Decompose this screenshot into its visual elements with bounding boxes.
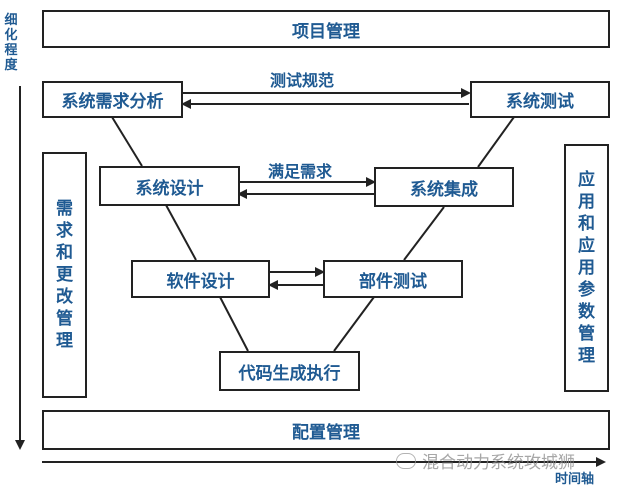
node-component-testing-label: 部件测试 (359, 271, 427, 292)
node-code-generation: 代码生成执行 (219, 351, 360, 391)
node-system-integration: 系统集成 (374, 167, 514, 207)
time-axis-label: 时间轴 (555, 472, 595, 487)
node-requirements-analysis-label: 系统需求分析 (61, 92, 164, 112)
v-line-right-1 (477, 116, 515, 168)
v-line-left-3 (219, 296, 249, 352)
project-management-bar: 项目管理 (42, 10, 610, 48)
meet-requirements-label: 满足需求 (268, 162, 333, 181)
node-system-testing: 系统测试 (470, 81, 610, 118)
testing-spec-label: 测试规范 (270, 71, 335, 90)
node-code-generation-label: 代码生成执行 (238, 363, 341, 384)
node-requirements-analysis: 系统需求分析 (42, 81, 183, 118)
application-parameter-management-panel: 应用和应用参数管理 (564, 144, 609, 392)
requirements-change-management-panel: 需求和更改管理 (42, 152, 87, 398)
node-software-design-label: 软件设计 (166, 271, 235, 292)
project-management-label: 项目管理 (292, 21, 360, 42)
node-system-testing-label: 系统测试 (506, 92, 574, 112)
node-system-design: 系统设计 (99, 166, 240, 206)
node-software-design: 软件设计 (131, 260, 270, 298)
node-system-design-label: 系统设计 (135, 178, 204, 199)
node-component-testing: 部件测试 (323, 260, 463, 298)
configuration-management-bar: 配置管理 (42, 410, 610, 450)
granularity-label: 细化程度 (4, 13, 18, 73)
watermark: 混合动力系统攻城狮 (396, 448, 575, 473)
wechat-icon (396, 453, 416, 469)
v-line-left-2 (165, 204, 197, 261)
v-line-right-3 (333, 296, 375, 352)
configuration-management-label: 配置管理 (292, 422, 360, 443)
application-parameter-management-label: 应用和应用参数管理 (578, 170, 595, 366)
v-line-right-2 (403, 206, 445, 261)
requirements-change-management-label: 需求和更改管理 (56, 199, 73, 351)
node-system-integration-label: 系统集成 (410, 179, 478, 200)
v-line-left-1 (111, 116, 143, 167)
watermark-text: 混合动力系统攻城狮 (422, 453, 575, 473)
